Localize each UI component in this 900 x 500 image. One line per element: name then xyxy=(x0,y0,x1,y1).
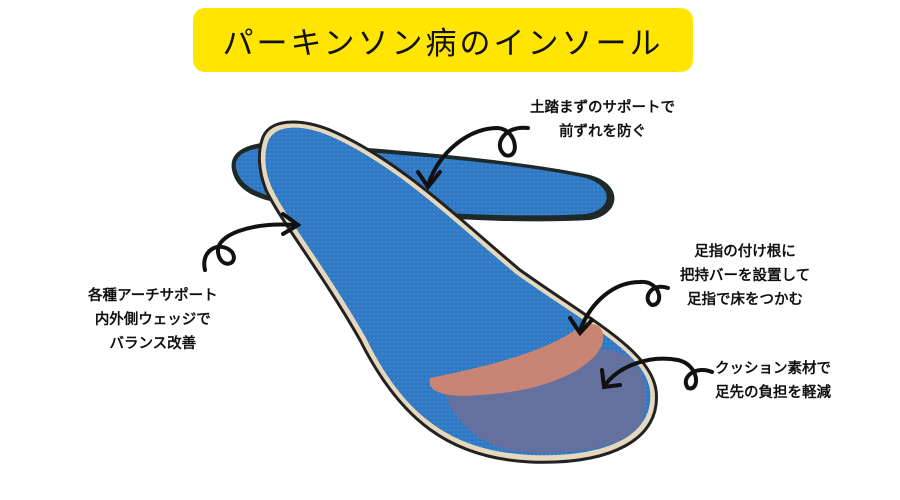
annotation-line: 把持バーを設置して xyxy=(680,268,811,284)
annotation-arch-support: 土踏まずのサポートで 前ずれを防ぐ xyxy=(530,96,675,144)
annotation-cushion: クッション素材で 足先の負担を軽減 xyxy=(715,357,831,405)
annotation-line: 内外側ウェッジで xyxy=(94,312,211,328)
annotation-line: 足指の付け根に xyxy=(694,244,796,260)
arrow-arch xyxy=(426,125,530,187)
annotation-line: 足指で床をつかむ xyxy=(687,292,804,308)
annotation-line: クッション素材で xyxy=(715,361,831,377)
annotation-wedge: 各種アーチサポート 内外側ウェッジで バランス改善 xyxy=(88,284,218,356)
arrow-wedge-head xyxy=(281,212,302,236)
annotation-line: 土踏まずのサポートで xyxy=(530,100,675,116)
annotation-line: 各種アーチサポート xyxy=(88,288,218,304)
annotation-line: バランス改善 xyxy=(109,336,197,352)
arrow-toe-bar-head xyxy=(568,316,594,337)
arrow-arch-head xyxy=(416,170,442,191)
arrow-toe-bar xyxy=(578,279,670,332)
title-banner: パーキンソン病のインソール xyxy=(193,8,693,72)
annotation-line: 前ずれを防ぐ xyxy=(559,124,646,140)
annotation-line: 足先の負担を軽減 xyxy=(715,385,831,401)
toe-grip-bar xyxy=(429,324,604,396)
annotation-arrows xyxy=(202,125,714,391)
arrow-wedge xyxy=(202,222,297,272)
arrow-cushion-head xyxy=(600,368,622,390)
page-title: パーキンソン病のインソール xyxy=(222,25,664,62)
main-insole xyxy=(257,120,658,464)
arrow-cushion xyxy=(603,356,714,391)
annotation-toe-bar: 足指の付け根に 把持バーを設置して 足指で床をつかむ xyxy=(680,240,810,312)
